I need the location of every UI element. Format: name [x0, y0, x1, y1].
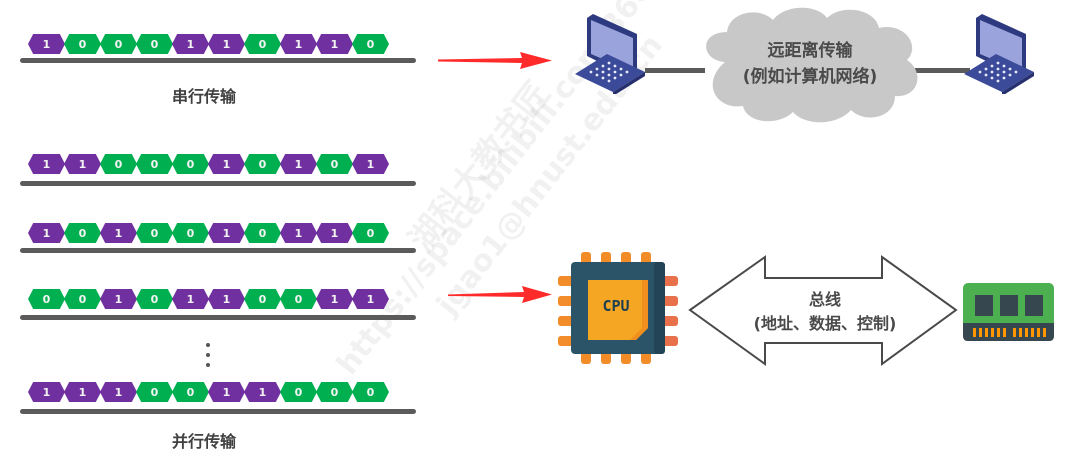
bit-hexagon: 0	[316, 154, 353, 174]
bit-hexagon: 0	[136, 154, 173, 174]
bit-hexagon: 0	[28, 289, 65, 309]
bit-hexagon: 1	[208, 223, 245, 243]
bus-subtitle: (地址、数据、控制)	[753, 314, 897, 333]
bit-hexagon: 1	[100, 223, 137, 243]
cpu-label: CPU	[602, 297, 630, 315]
bit-hexagon: 0	[352, 382, 389, 402]
bit-hexagon: 1	[64, 154, 101, 174]
bit-hexagon: 0	[244, 289, 281, 309]
dot	[206, 353, 210, 357]
bit-hexagon: 1	[64, 382, 101, 402]
network-link-left	[645, 68, 705, 73]
bit-hexagon: 0	[136, 289, 173, 309]
network-cloud-label: 远距离传输 (例如计算机网络)	[697, 38, 923, 90]
parallel-label: 并行传输	[172, 432, 237, 451]
bit-hexagon: 0	[316, 382, 353, 402]
bit-hexagon: 1	[28, 223, 65, 243]
serial-label: 串行传输	[172, 87, 237, 106]
parallel-wire	[20, 248, 416, 253]
network-link-right	[915, 68, 970, 73]
bit-hexagon: 1	[280, 154, 317, 174]
bit-hexagon: 1	[316, 289, 353, 309]
cloud-subtitle: (例如计算机网络)	[742, 67, 878, 87]
bit-hexagon: 0	[352, 223, 389, 243]
parallel-wire	[20, 409, 416, 414]
bit-hexagon: 0	[64, 289, 101, 309]
serial-pointer-arrow	[438, 52, 552, 69]
dot	[206, 363, 210, 367]
bus-label: 总线 (地址、数据、控制)	[700, 288, 950, 336]
bit-hexagon: 0	[352, 34, 389, 54]
watermark-text-1: 湖科大教书匠	[401, 74, 559, 260]
serial-wire	[20, 58, 416, 63]
bit-hexagon: 1	[352, 289, 389, 309]
bit-hexagon: 0	[136, 382, 173, 402]
ram-module-icon	[963, 283, 1054, 341]
bit-hexagon: 0	[100, 34, 137, 54]
bit-hexagon: 0	[64, 34, 101, 54]
parallel-wire	[20, 315, 416, 320]
bit-hexagon: 1	[280, 34, 317, 54]
bit-hexagon: 1	[172, 289, 209, 309]
cloud-icon	[706, 7, 918, 123]
bit-hexagon: 1	[100, 382, 137, 402]
dot	[206, 343, 210, 347]
bit-hexagon: 1	[100, 289, 137, 309]
cpu-chip: CPU	[556, 250, 680, 366]
laptop-icon	[964, 14, 1034, 94]
bit-hexagon: 1	[28, 34, 65, 54]
bit-hexagon: 1	[280, 223, 317, 243]
bit-hexagon: 0	[280, 382, 317, 402]
bit-hexagon: 1	[208, 154, 245, 174]
laptop-icon	[575, 14, 645, 94]
bit-hexagon: 1	[208, 289, 245, 309]
bit-hexagon: 0	[172, 382, 209, 402]
bit-hexagon: 0	[136, 223, 173, 243]
parallel-pointer-arrow	[448, 286, 552, 303]
bit-hexagon: 0	[100, 154, 137, 174]
cloud-title: 远距离传输	[767, 41, 853, 61]
bit-hexagon: 1	[172, 34, 209, 54]
bit-hexagon: 1	[208, 34, 245, 54]
bit-hexagon: 0	[136, 34, 173, 54]
bit-hexagon: 1	[208, 382, 245, 402]
bit-hexagon: 1	[316, 223, 353, 243]
bit-hexagon: 0	[280, 289, 317, 309]
bit-hexagon: 0	[64, 223, 101, 243]
bit-hexagon: 0	[244, 154, 281, 174]
ellipsis-dots	[206, 343, 210, 373]
bit-hexagon: 1	[316, 34, 353, 54]
cpu-icon	[558, 252, 678, 364]
bus-double-arrow-icon	[688, 255, 958, 366]
bit-hexagon: 0	[172, 154, 209, 174]
bit-hexagon: 0	[172, 223, 209, 243]
bit-hexagon: 1	[244, 382, 281, 402]
parallel-wire	[20, 181, 416, 186]
bit-hexagon: 1	[28, 154, 65, 174]
bit-hexagon: 1	[28, 382, 65, 402]
bit-hexagon: 0	[244, 34, 281, 54]
bit-hexagon: 0	[244, 223, 281, 243]
bit-hexagon: 1	[352, 154, 389, 174]
bus-title: 总线	[808, 290, 841, 309]
